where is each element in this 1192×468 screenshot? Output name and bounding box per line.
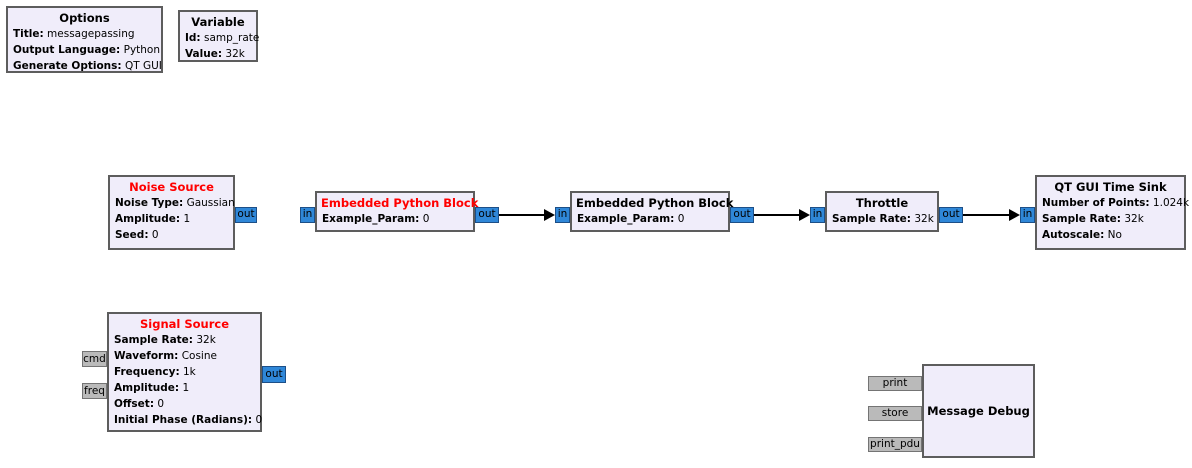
block-embedded-python-1[interactable]: Embedded Python Block Example_Param: 0 xyxy=(315,191,479,232)
block-param: Sample Rate: 32k xyxy=(1042,213,1144,225)
block-param: Example_Param: 0 xyxy=(577,213,685,225)
block-param: Autoscale: No xyxy=(1042,229,1122,241)
block-title: Signal Source xyxy=(139,317,229,331)
arrowhead-icon xyxy=(799,209,810,221)
block-param: Initial Phase (Radians): 0 xyxy=(114,414,263,426)
connection-epb1-epb2[interactable] xyxy=(499,214,545,216)
port-embedded-python-1-in[interactable]: in xyxy=(300,207,315,223)
block-title: Embedded Python Block xyxy=(576,196,734,210)
block-title: Noise Source xyxy=(129,180,214,194)
block-title: Message Debug xyxy=(927,404,1030,418)
block-title: Throttle xyxy=(855,196,909,210)
block-title: Variable xyxy=(191,15,245,29)
block-param: Frequency: 1k xyxy=(114,366,196,378)
block-param: Output Language: Python xyxy=(13,44,161,56)
port-signal-source-freq[interactable]: freq xyxy=(82,383,107,399)
block-noise-source[interactable]: Noise Source Noise Type: Gaussian Amplit… xyxy=(108,175,235,250)
block-param: Waveform: Cosine xyxy=(114,350,217,362)
block-param: Noise Type: Gaussian xyxy=(115,197,235,209)
arrowhead-icon xyxy=(1009,209,1020,221)
block-variable[interactable]: Variable Id: samp_rate Value: 32k xyxy=(178,10,260,62)
block-title: Options xyxy=(59,11,110,25)
block-param: Amplitude: 1 xyxy=(114,382,190,394)
block-time-sink[interactable]: QT GUI Time Sink Number of Points: 1.024… xyxy=(1035,175,1190,250)
block-param: Amplitude: 1 xyxy=(115,213,191,225)
block-param: Offset: 0 xyxy=(114,398,165,410)
connection-throttle-timesink[interactable] xyxy=(963,214,1010,216)
block-param: Sample Rate: 32k xyxy=(832,213,934,225)
block-param: Sample Rate: 32k xyxy=(114,334,216,346)
port-embedded-python-2-in[interactable]: in xyxy=(555,207,570,223)
block-param: Id: samp_rate xyxy=(185,32,260,44)
block-signal-source[interactable]: Signal Source Sample Rate: 32k Waveform:… xyxy=(107,312,262,432)
block-title: Embedded Python Block xyxy=(321,196,479,210)
port-embedded-python-1-out[interactable]: out xyxy=(475,207,499,223)
block-title: QT GUI Time Sink xyxy=(1054,180,1167,194)
arrowhead-icon xyxy=(544,209,555,221)
block-param: Example_Param: 0 xyxy=(322,213,430,225)
connection-epb2-throttle[interactable] xyxy=(754,214,800,216)
block-throttle[interactable]: Throttle Sample Rate: 32k xyxy=(825,191,939,232)
port-message-debug-print[interactable]: print xyxy=(868,376,922,391)
block-param: Seed: 0 xyxy=(115,229,159,241)
port-throttle-out[interactable]: out xyxy=(939,207,963,223)
block-param: Generate Options: QT GUI xyxy=(13,60,162,72)
block-param: Title: messagepassing xyxy=(13,28,135,40)
port-time-sink-in[interactable]: in xyxy=(1020,207,1035,223)
block-message-debug[interactable]: Message Debug xyxy=(922,364,1035,458)
port-embedded-python-2-out[interactable]: out xyxy=(730,207,754,223)
block-param: Number of Points: 1.024k xyxy=(1042,197,1190,209)
port-noise-source-out[interactable]: out xyxy=(235,207,257,223)
block-options[interactable]: Options Title: messagepassing Output Lan… xyxy=(6,6,163,73)
port-signal-source-out[interactable]: out xyxy=(262,366,286,383)
block-param: Value: 32k xyxy=(185,48,245,60)
port-message-debug-print-pdu[interactable]: print_pdu xyxy=(868,437,922,452)
port-signal-source-cmd[interactable]: cmd xyxy=(82,351,107,367)
port-message-debug-store[interactable]: store xyxy=(868,406,922,421)
port-throttle-in[interactable]: in xyxy=(810,207,825,223)
block-embedded-python-2[interactable]: Embedded Python Block Example_Param: 0 xyxy=(570,191,734,232)
